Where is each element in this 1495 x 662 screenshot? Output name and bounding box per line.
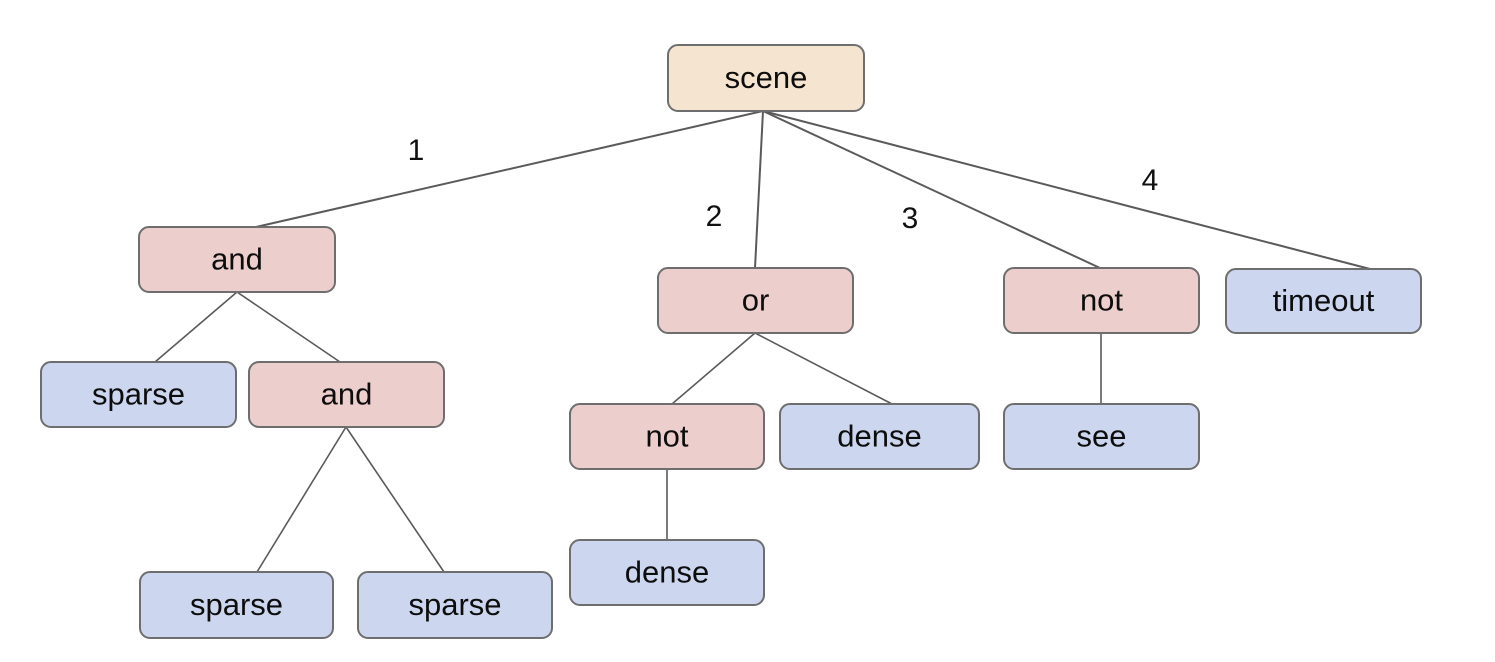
node-box-and2[interactable] <box>248 361 445 428</box>
node-not1[interactable]: not <box>1003 267 1200 334</box>
edge-scene-to-timeout1 <box>762 110 1371 270</box>
edge-and2-to-sparse2 <box>256 426 347 573</box>
node-box-and1[interactable] <box>138 226 336 293</box>
node-dense1[interactable]: dense <box>779 403 980 470</box>
edge-scene-to-and1 <box>255 110 764 228</box>
node-box-scene[interactable] <box>667 44 865 112</box>
node-or1[interactable]: or <box>657 267 854 334</box>
edges-layer <box>154 110 1371 573</box>
edge-and2-to-sparse3 <box>345 426 445 573</box>
edge-label-2: 2 <box>706 200 723 233</box>
edge-scene-to-or1 <box>754 110 764 269</box>
node-box-not1[interactable] <box>1003 267 1200 334</box>
edge-label-3: 3 <box>902 202 919 235</box>
node-box-sparse3[interactable] <box>357 571 553 639</box>
node-dense2[interactable]: dense <box>569 539 765 606</box>
node-scene[interactable]: scene <box>667 44 865 112</box>
node-box-dense2[interactable] <box>569 539 765 606</box>
node-and2[interactable]: and <box>248 361 445 428</box>
node-box-not2[interactable] <box>569 403 765 470</box>
node-box-timeout1[interactable] <box>1225 268 1422 334</box>
node-see1[interactable]: see <box>1003 403 1200 470</box>
node-not2[interactable]: not <box>569 403 765 470</box>
node-box-sparse1[interactable] <box>40 361 237 428</box>
node-box-dense1[interactable] <box>779 403 980 470</box>
edge-or1-to-not2 <box>671 332 756 405</box>
node-timeout1[interactable]: timeout <box>1225 268 1422 334</box>
node-box-or1[interactable] <box>657 267 854 334</box>
edge-label-4: 4 <box>1142 164 1159 197</box>
node-sparse2[interactable]: sparse <box>139 571 334 639</box>
node-box-see1[interactable] <box>1003 403 1200 470</box>
node-and1[interactable]: and <box>138 226 336 293</box>
edge-label-1: 1 <box>408 134 425 167</box>
edge-and1-to-and2 <box>236 291 341 363</box>
node-box-sparse2[interactable] <box>139 571 334 639</box>
node-sparse3[interactable]: sparse <box>357 571 553 639</box>
edge-and1-to-sparse1 <box>154 291 238 363</box>
node-sparse1[interactable]: sparse <box>40 361 237 428</box>
edge-scene-to-not1 <box>762 110 1101 269</box>
edge-or1-to-dense1 <box>754 332 893 405</box>
